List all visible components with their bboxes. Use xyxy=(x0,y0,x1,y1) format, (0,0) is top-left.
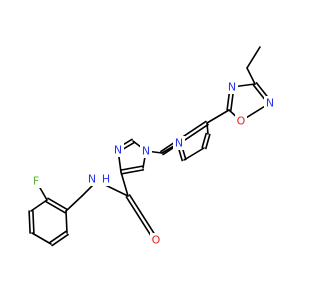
double-bond-line xyxy=(51,233,69,247)
single-bond xyxy=(183,147,205,161)
molecule-structure: N O N N N N O N H xyxy=(28,46,276,247)
atom-n-oxadiazole-bottom: N xyxy=(264,96,276,110)
double-bond-line xyxy=(125,196,156,242)
single-bond xyxy=(65,195,83,212)
atom-label-o: O xyxy=(152,234,161,247)
double-bond-line xyxy=(128,194,159,240)
atom-label-n: N xyxy=(114,144,122,157)
double-bond-line xyxy=(28,210,31,234)
atom-f-fluoro: F xyxy=(30,174,42,188)
atom-n-oxadiazole-top: N xyxy=(226,80,238,94)
double-bond-line xyxy=(201,132,207,149)
single-bond xyxy=(120,171,129,197)
atom-o-carbonyl: O xyxy=(150,233,162,247)
atom-n-pyridine: N xyxy=(173,136,185,150)
atom-n-imidazole-3: N xyxy=(112,143,124,157)
single-bond xyxy=(31,232,52,245)
atom-label-o: O xyxy=(237,115,246,128)
double-bond-line xyxy=(162,123,209,156)
single-bond xyxy=(30,199,48,212)
double-bond-line xyxy=(119,165,144,171)
atom-label-n: N xyxy=(142,145,150,158)
atom-o-oxadiazole: O xyxy=(235,114,247,128)
double-bond-line xyxy=(49,230,67,244)
single-bond xyxy=(246,46,261,69)
atom-label-n: N xyxy=(88,173,96,186)
atom-n-imidazole-1: N xyxy=(140,144,152,158)
single-bond xyxy=(246,67,256,85)
single-bond xyxy=(65,210,68,234)
double-bond-line xyxy=(45,200,66,214)
atom-label-n: N xyxy=(175,137,183,150)
atom-label-n: N xyxy=(266,97,274,110)
atom-label-layer: N O N N N N O N H xyxy=(30,80,276,247)
single-bond xyxy=(206,109,230,124)
double-bond-line xyxy=(47,197,68,211)
double-bond-line xyxy=(205,133,211,150)
atom-label-n: N xyxy=(228,81,236,94)
atom-label-h: H xyxy=(102,173,110,186)
double-bond-line xyxy=(32,210,35,234)
atom-nh-amide: N H xyxy=(85,172,113,186)
double-bond-line xyxy=(120,169,145,175)
atom-label-f: F xyxy=(33,175,39,188)
